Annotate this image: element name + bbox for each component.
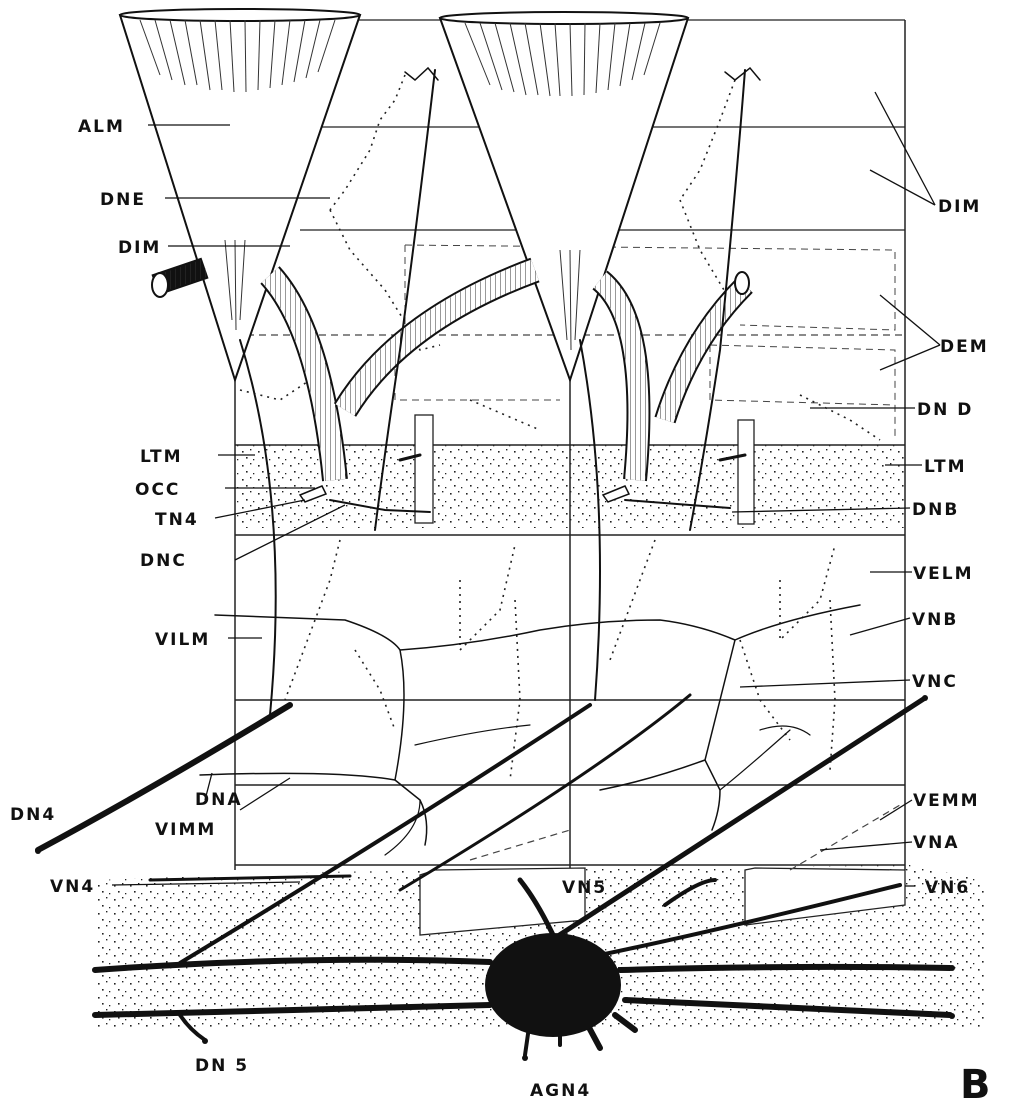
label-vilm: VILM (155, 630, 210, 650)
label-dn5: DN 5 (195, 1056, 249, 1076)
label-dim-right: DIM (938, 197, 981, 217)
label-vnc: VNC (912, 672, 958, 692)
label-dna: DNA (195, 790, 243, 810)
label-vna: VNA (913, 833, 960, 853)
label-dem: DEM (940, 337, 989, 357)
label-vimm: VIMM (155, 820, 216, 840)
label-agn4: AGN4 (530, 1081, 591, 1101)
label-dne: DNE (100, 190, 146, 210)
label-tn4: TN4 (155, 510, 199, 530)
label-vn4: VN4 (50, 877, 95, 897)
label-vn5: VN5 (562, 878, 607, 898)
ventral-fine-nerves (200, 605, 860, 855)
panel-letter: B (960, 1062, 991, 1103)
label-dnd: DN D (917, 400, 973, 420)
label-ltm-right: LTM (924, 457, 967, 477)
label-alm: ALM (78, 117, 125, 137)
label-dnb: DNB (912, 500, 959, 520)
label-velm: VELM (913, 564, 974, 584)
label-dnc: DNC (140, 551, 187, 571)
alm-funnel-right (440, 12, 688, 380)
label-vnb: VNB (912, 610, 958, 630)
label-vn6: VN6 (925, 878, 970, 898)
ganglion-agn4 (485, 933, 621, 1037)
label-vemm: VEMM (913, 791, 980, 811)
label-dn4: DN4 (10, 805, 56, 825)
label-ltm-left: LTM (140, 447, 183, 467)
label-occ: OCC (135, 480, 180, 500)
alm-funnel-left (120, 9, 360, 380)
label-dim-left: DIM (118, 238, 161, 258)
